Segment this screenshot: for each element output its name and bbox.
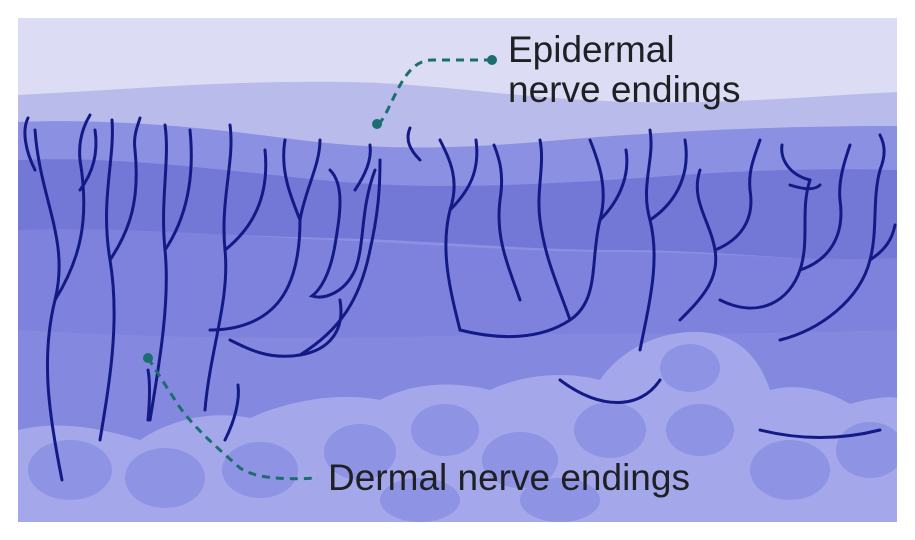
fat-cells bbox=[18, 331, 897, 522]
epidermal-callout-dot-icon bbox=[487, 55, 497, 65]
dermal-label: Dermal nerve endings bbox=[328, 457, 690, 498]
dermal-callout-dot-icon bbox=[143, 353, 153, 363]
papillary-dermis-band bbox=[18, 159, 897, 261]
epidermal-label-line1: Epidermal bbox=[508, 29, 675, 70]
dermal-callout bbox=[143, 353, 319, 481]
nerve-fibers bbox=[23, 113, 897, 482]
epidermal-nerve-end-dot-icon bbox=[372, 119, 382, 129]
epidermal-callout bbox=[372, 55, 497, 129]
epidermal-label-line2: nerve endings bbox=[508, 69, 740, 110]
